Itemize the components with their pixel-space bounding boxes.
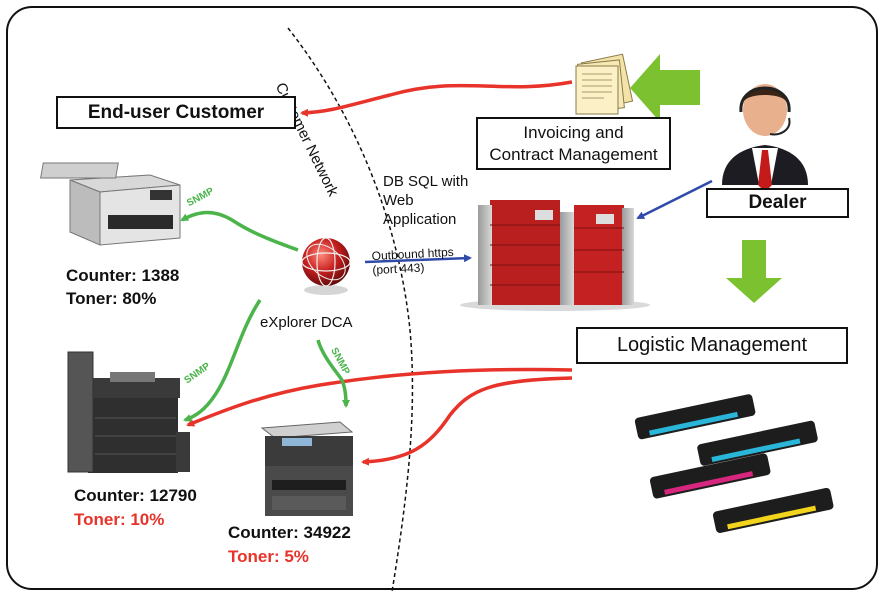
device1-toner: Toner: 80% (66, 289, 157, 308)
documents-icon (575, 53, 634, 115)
arrow-dealer-to-server (636, 179, 713, 220)
arrow-logistic-to-medium-printer (361, 376, 573, 466)
arrow-outbound-https (364, 254, 472, 264)
device3-toner: Toner: 5% (228, 547, 309, 566)
dealer-person-icon (722, 84, 808, 192)
arrow-snmp-medium-printer (316, 339, 350, 408)
invoicing-line1: Invoicing and (523, 122, 624, 142)
db-line1: DB SQL with (383, 173, 469, 190)
dealer-label: Dealer (748, 192, 807, 213)
end-user-customer-box: End-user Customer (56, 96, 296, 129)
logistic-label: Logistic Management (616, 334, 808, 356)
logistic-box: Logistic Management (576, 327, 848, 364)
end-user-customer-label: End-user Customer (87, 101, 265, 123)
server-rack-icon (460, 200, 650, 311)
arrow-logistic-to-large-printer (186, 367, 573, 427)
db-line3: Application (383, 211, 457, 228)
printer-icon (260, 421, 354, 516)
big-arrow-dealer-to-invoice (630, 54, 700, 122)
arrow-invoice-to-customer (300, 80, 573, 117)
big-arrow-dealer-to-logistic (726, 240, 782, 303)
multifunction-printer-icon (67, 351, 190, 473)
printer-icon (40, 162, 181, 246)
invoicing-line2: Contract Management (489, 144, 658, 164)
explorer-globe-icon (301, 237, 351, 295)
customer-network-boundary (287, 27, 414, 593)
dealer-box: Dealer (706, 188, 849, 218)
invoicing-box: Invoicing and Contract Management (476, 117, 671, 170)
device2-toner: Toner: 10% (74, 510, 165, 529)
outbound-label: Outbound https (port 443) (371, 245, 454, 277)
device1-counter: Counter: 1388 (66, 266, 180, 285)
db-label: DB SQL with Web Application (383, 172, 468, 229)
db-line2: Web (383, 192, 414, 209)
device2-counter: Counter: 12790 (74, 486, 197, 505)
arrow-snmp-small-printer (180, 210, 299, 252)
device3-counter: Counter: 34922 (228, 523, 351, 542)
explorer-label: eXplorer DCA (260, 314, 353, 331)
arrow-snmp-large-printer (183, 299, 262, 422)
toner-cartridges-icon (634, 394, 834, 533)
